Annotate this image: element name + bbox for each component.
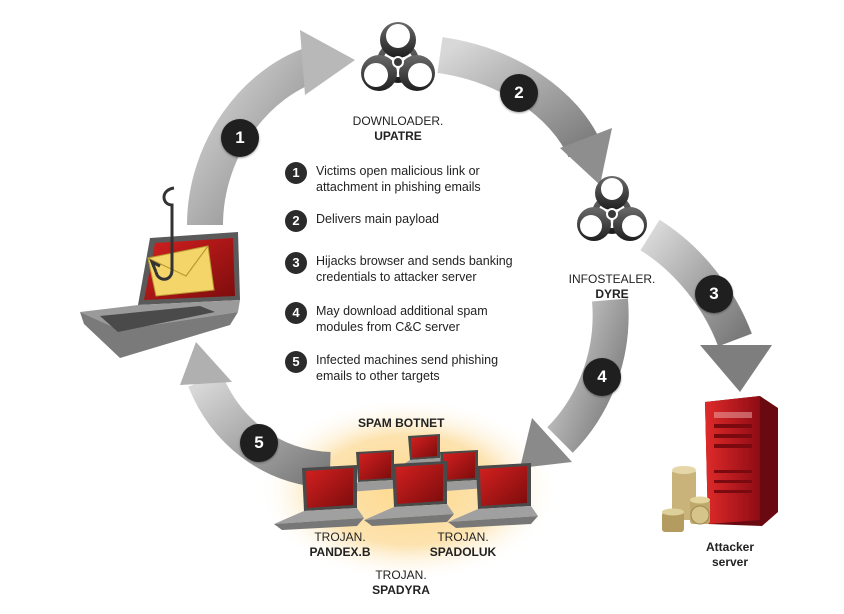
- step-text: May download additional spam modules fro…: [316, 302, 488, 335]
- arrow-badge-2: 2: [500, 74, 538, 112]
- arrow-badge-3: 3: [695, 275, 733, 313]
- biohazard-icon: [361, 22, 435, 91]
- step-1: 1 Victims open malicious link or attachm…: [285, 162, 555, 195]
- step-number: 4: [285, 302, 307, 324]
- trojan-pandex-label: TROJAN. PANDEX.B: [295, 530, 385, 560]
- botnet-laptop-icon: [348, 450, 402, 492]
- trojan-spadoluk-line1: TROJAN.: [437, 530, 489, 544]
- step-2: 2 Delivers main payload: [285, 210, 555, 232]
- attacker-label-line2: server: [711, 555, 749, 569]
- attacker-label-line1: Attacker: [705, 540, 755, 554]
- downloader-label: DOWNLOADER. UPATRE: [348, 114, 448, 144]
- infostealer-label-line2: DYRE: [595, 287, 629, 301]
- step-text: Hijacks browser and sends banking creden…: [316, 252, 513, 285]
- step-1-text-line1: Victims open malicious link or: [316, 164, 480, 178]
- downloader-label-line1: DOWNLOADER.: [352, 114, 444, 128]
- step-3: 3 Hijacks browser and sends banking cred…: [285, 252, 555, 285]
- step-text: Delivers main payload: [316, 210, 439, 227]
- step-2-text-line1: Delivers main payload: [316, 212, 439, 226]
- trojan-spadyra-line1: TROJAN.: [375, 568, 427, 582]
- step-text: Victims open malicious link or attachmen…: [316, 162, 481, 195]
- step-1-text-line2: attachment in phishing emails: [316, 180, 481, 194]
- step-4: 4 May download additional spam modules f…: [285, 302, 555, 335]
- botnet-laptop-icon: [432, 450, 486, 492]
- trojan-pandex-line2: PANDEX.B: [309, 545, 371, 559]
- botnet-laptop-icon: [448, 463, 538, 528]
- botnet-laptop-icon: [364, 461, 454, 526]
- step-4-text-line1: May download additional spam: [316, 304, 488, 318]
- attacker-server-label: Attacker server: [690, 540, 770, 570]
- step-3-text-line1: Hijacks browser and sends banking: [316, 254, 513, 268]
- trojan-spadoluk-line2: SPADOLUK: [429, 545, 497, 559]
- arrow-3: [640, 219, 772, 392]
- step-number: 1: [285, 162, 307, 184]
- arrow-badge-1: 1: [221, 119, 259, 157]
- step-5: 5 Infected machines send phishing emails…: [285, 351, 555, 384]
- fishhook-icon: [149, 186, 175, 281]
- step-number: 3: [285, 252, 307, 274]
- infostealer-label-line1: INFOSTEALER.: [568, 272, 656, 286]
- trojan-spadyra-line2: SPADYRA: [372, 583, 430, 597]
- step-number: 5: [285, 351, 307, 373]
- botnet-laptop-icon: [274, 465, 364, 530]
- step-text: Infected machines send phishing emails t…: [316, 351, 498, 384]
- arrow-badge-4: 4: [583, 358, 621, 396]
- step-5-text-line1: Infected machines send phishing: [316, 353, 499, 367]
- step-number: 2: [285, 210, 307, 232]
- trojan-pandex-line1: TROJAN.: [314, 530, 366, 544]
- arrow-badge-5: 5: [240, 424, 278, 462]
- coins-icon: [662, 466, 710, 532]
- step-4-text-line2: modules from C&C server: [316, 320, 460, 334]
- infostealer-label: INFOSTEALER. DYRE: [562, 272, 662, 302]
- downloader-label-line2: UPATRE: [374, 129, 422, 143]
- step-5-text-line2: emails to other targets: [316, 369, 440, 383]
- trojan-spadyra-label: TROJAN. SPADYRA: [356, 568, 446, 598]
- server-icon: [705, 396, 778, 526]
- botnet-title: SPAM BOTNET: [358, 416, 445, 430]
- step-3-text-line2: credentials to attacker server: [316, 270, 477, 284]
- biohazard-icon: [577, 176, 647, 241]
- envelope-icon: [147, 245, 215, 297]
- trojan-spadoluk-label: TROJAN. SPADOLUK: [418, 530, 508, 560]
